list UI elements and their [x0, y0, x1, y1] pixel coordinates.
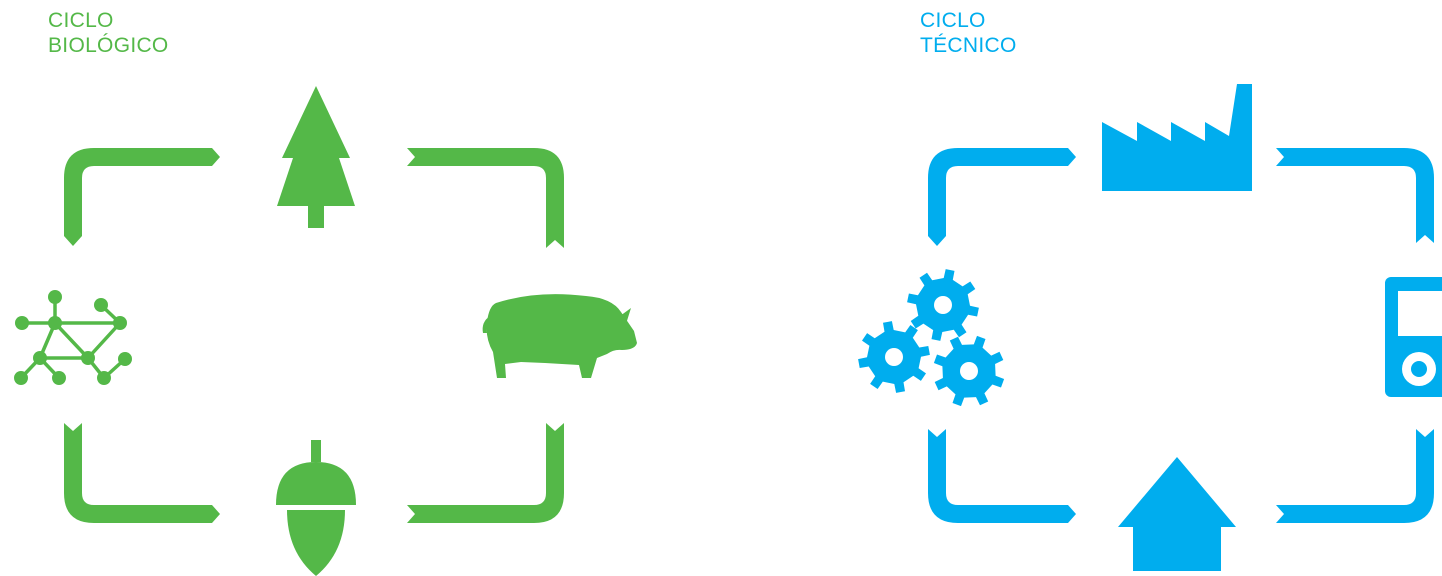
technical-cycle-arrows: [928, 148, 1434, 523]
gear-right: [933, 335, 1005, 407]
tec-arrow-bottom-left: [928, 429, 1076, 523]
tec-arrow-bottom-right: [1276, 429, 1434, 523]
gears-icon: [858, 269, 1005, 407]
music-player-icon: [1385, 277, 1442, 397]
bio-arrow-bottom-right: [407, 423, 564, 523]
tree-icon: [277, 86, 355, 228]
technical-cycle-title: CICLO TÉCNICO: [920, 8, 1017, 58]
biological-cycle: [14, 86, 637, 576]
tec-arrow-top-right: [1276, 148, 1434, 243]
acorn-icon: [276, 440, 356, 576]
biological-cycle-arrows: [64, 148, 564, 523]
gear-top: [907, 269, 979, 341]
factory-icon: [1102, 84, 1252, 191]
house-icon: [1118, 457, 1236, 571]
biological-title-line1: CICLO: [48, 9, 114, 32]
pig-icon: [482, 294, 637, 378]
bio-arrow-top-right: [407, 148, 564, 248]
technical-cycle: [858, 84, 1442, 571]
molecule-network-icon: [14, 290, 132, 385]
technical-title-line1: CICLO: [920, 9, 986, 32]
bio-arrow-top-left: [64, 148, 220, 246]
bio-arrow-bottom-left: [64, 423, 220, 523]
gear-left: [858, 321, 930, 393]
biological-title-line2: BIOLÓGICO: [48, 34, 169, 57]
technical-title-line2: TÉCNICO: [920, 34, 1017, 57]
tec-arrow-top-left: [928, 148, 1076, 246]
biological-cycle-title: CICLO BIOLÓGICO: [48, 8, 169, 58]
